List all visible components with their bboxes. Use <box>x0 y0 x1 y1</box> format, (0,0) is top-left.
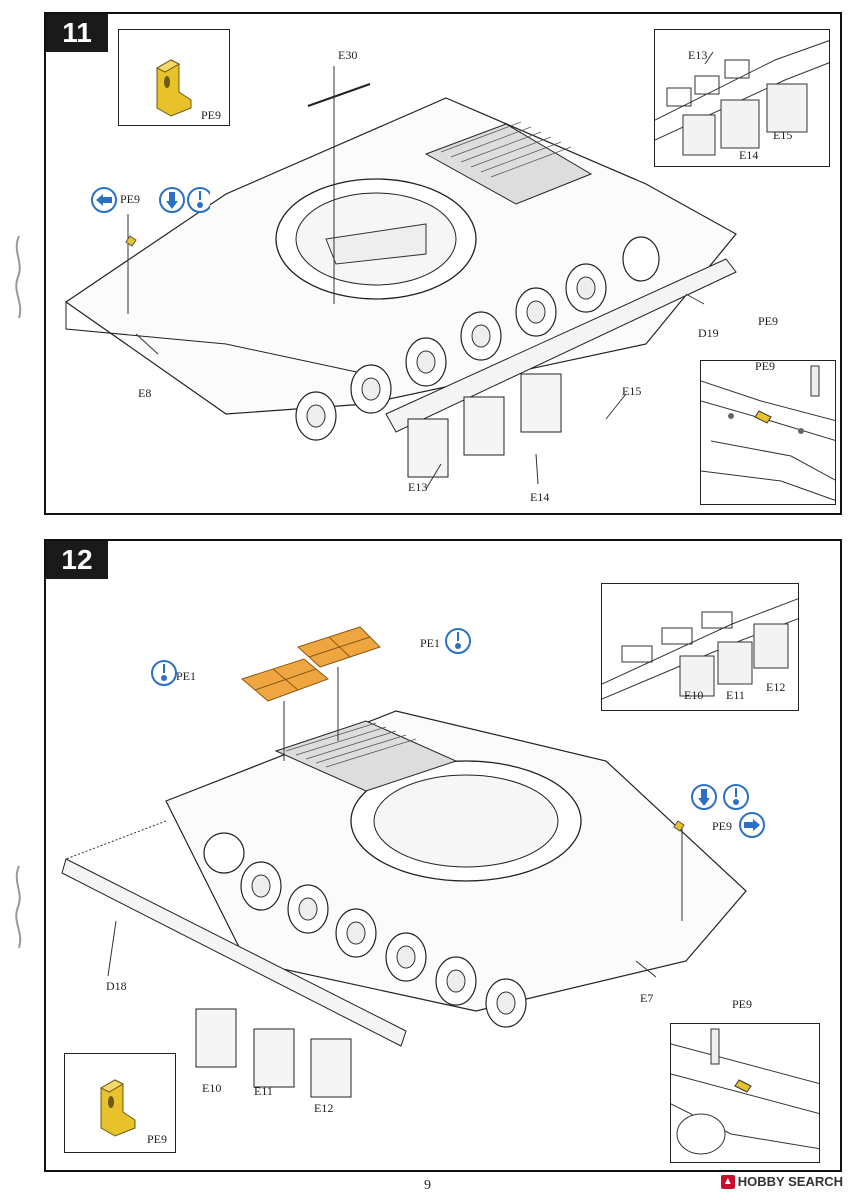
label-d19: D19 <box>698 326 719 340</box>
label-e13: E13 <box>408 480 428 494</box>
label-e10: E10 <box>202 1081 222 1095</box>
inset-label-e11: E11 <box>726 688 745 702</box>
binder-clip <box>15 235 22 319</box>
label-pe9: PE9 <box>712 819 733 833</box>
label-d18: D18 <box>106 979 127 993</box>
pe9-bracket-icon <box>155 59 192 117</box>
inset-label-e10: E10 <box>684 688 704 702</box>
inset-label-e15: E15 <box>773 128 793 142</box>
arrow-down-circle-icon <box>159 187 185 213</box>
inset-label-e12: E12 <box>766 680 786 694</box>
label-e30: E30 <box>338 48 358 62</box>
pe1-etch-sheet-left <box>240 658 329 702</box>
label-e8: E8 <box>138 386 152 400</box>
glue-drop-icon <box>151 660 177 686</box>
instruction-icons <box>691 784 749 810</box>
inset-label-e13: E13 <box>688 48 708 62</box>
glue-drop-icon <box>723 784 749 810</box>
pe9-part-detail: PE9 <box>64 1053 176 1153</box>
watermark-text: HOBBY SEARCH <box>737 1174 843 1189</box>
pe9-detail-label: PE9 <box>147 1132 168 1146</box>
label-pe9-detail: PE9 <box>758 314 779 328</box>
pe9-bracket-icon <box>99 1079 136 1137</box>
label-pe1-left: PE1 <box>176 669 197 683</box>
step-11-panel: 11 PE9 E13 E14 E15 <box>44 12 842 515</box>
pe9-part-detail: PE9 <box>118 29 230 126</box>
watermark: ▲ HOBBY SEARCH <box>720 1174 843 1189</box>
label-e14: E14 <box>530 490 550 504</box>
pe9-placement-inset: PE9 <box>700 360 836 505</box>
label-e15: E15 <box>622 384 642 398</box>
label-e7: E7 <box>640 991 654 1005</box>
inset-label-pe9: PE9 <box>755 360 776 373</box>
pe9-placement-drawing <box>671 1028 819 1155</box>
tank-hull-front-view <box>61 626 747 1098</box>
step-number: 11 <box>46 14 108 52</box>
glue-drop-icon <box>445 628 471 654</box>
label-pe1-right: PE1 <box>420 636 441 650</box>
binder-clip <box>15 865 22 949</box>
step-number: 12 <box>46 541 108 579</box>
label-e12: E12 <box>314 1101 334 1115</box>
side-skirt-inset-drawing <box>655 40 829 156</box>
hobby-search-logo-icon: ▲ <box>720 1174 735 1189</box>
pe1-etch-sheet-right <box>297 626 381 668</box>
arrow-right-circle-icon <box>739 812 765 838</box>
inset-label-e14: E14 <box>739 148 759 162</box>
label-pe9: PE9 <box>120 192 141 206</box>
label-pe9-detail: PE9 <box>732 997 753 1011</box>
pe9-placement-inset <box>670 1023 820 1163</box>
side-skirt-inset-drawing <box>602 598 798 700</box>
side-skirt-inset: E13 E14 E15 <box>654 29 830 167</box>
instruction-icons <box>91 187 210 213</box>
arrow-down-circle-icon <box>691 784 717 810</box>
pe9-placement-drawing <box>701 365 835 501</box>
step-12-panel: 12 E10 E11 E12 PE9 <box>44 539 842 1172</box>
tank-hull-rear-view <box>64 66 737 490</box>
arrow-left-circle-icon <box>91 187 117 213</box>
side-skirt-inset: E10 E11 E12 <box>601 583 799 711</box>
glue-drop-icon <box>187 187 210 213</box>
label-e11: E11 <box>254 1084 273 1098</box>
pe9-detail-label: PE9 <box>201 108 222 122</box>
page-number: 9 <box>424 1178 431 1193</box>
